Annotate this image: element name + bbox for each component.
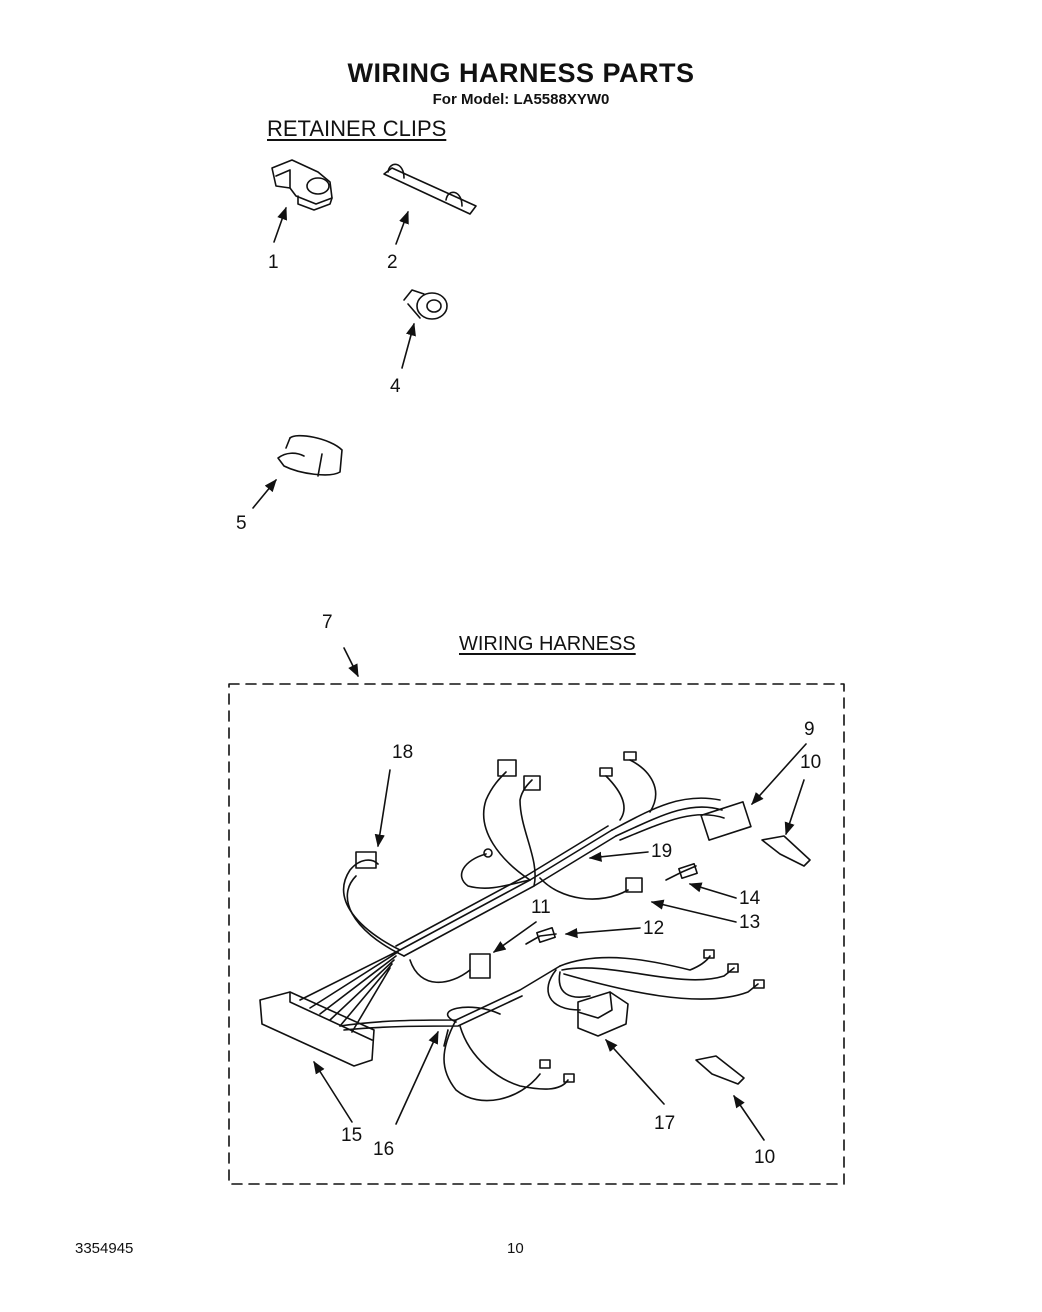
section-retainer-clips: RETAINER CLIPS bbox=[267, 116, 447, 141]
retainer-clip-part-4 bbox=[403, 289, 448, 320]
callout-2: 2 bbox=[387, 252, 398, 273]
retainer-clip-part-2 bbox=[383, 163, 477, 215]
retainer-clip-part-5 bbox=[277, 434, 343, 477]
terminal-part-12 bbox=[525, 933, 557, 945]
page-number: 10 bbox=[507, 1240, 524, 1257]
callout-1: 1 bbox=[268, 252, 279, 273]
callout-10-bottom: 10 bbox=[754, 1147, 776, 1168]
callout-18: 18 bbox=[392, 742, 414, 763]
document-number: 3354945 bbox=[75, 1240, 134, 1257]
model-subtitle: For Model: LA5588XYW0 bbox=[432, 91, 610, 108]
callout-9: 9 bbox=[804, 719, 815, 740]
callout-19: 19 bbox=[651, 841, 673, 862]
callout-14: 14 bbox=[739, 888, 761, 909]
callout-5: 5 bbox=[236, 513, 247, 534]
callout-7: 7 bbox=[322, 612, 333, 633]
retainer-clip-part-1 bbox=[271, 159, 333, 211]
wiring-harness-boundary bbox=[228, 683, 845, 1185]
terminal-part-10 bbox=[695, 1055, 745, 1085]
terminal-part-14 bbox=[665, 865, 697, 881]
section-wiring-harness: WIRING HARNESS bbox=[459, 633, 636, 655]
callout-10-top: 10 bbox=[800, 752, 822, 773]
callout-13: 13 bbox=[739, 912, 761, 933]
callout-16: 16 bbox=[373, 1139, 395, 1160]
callout-12: 12 bbox=[643, 918, 665, 939]
callout-11: 11 bbox=[531, 897, 551, 918]
callout-4: 4 bbox=[390, 376, 401, 397]
terminal-part-10 bbox=[761, 835, 811, 867]
wiring-harness-assembly bbox=[259, 751, 811, 1102]
page-title: WIRING HARNESS PARTS bbox=[347, 58, 695, 88]
callout-17: 17 bbox=[654, 1113, 676, 1134]
callout-15: 15 bbox=[341, 1125, 363, 1146]
